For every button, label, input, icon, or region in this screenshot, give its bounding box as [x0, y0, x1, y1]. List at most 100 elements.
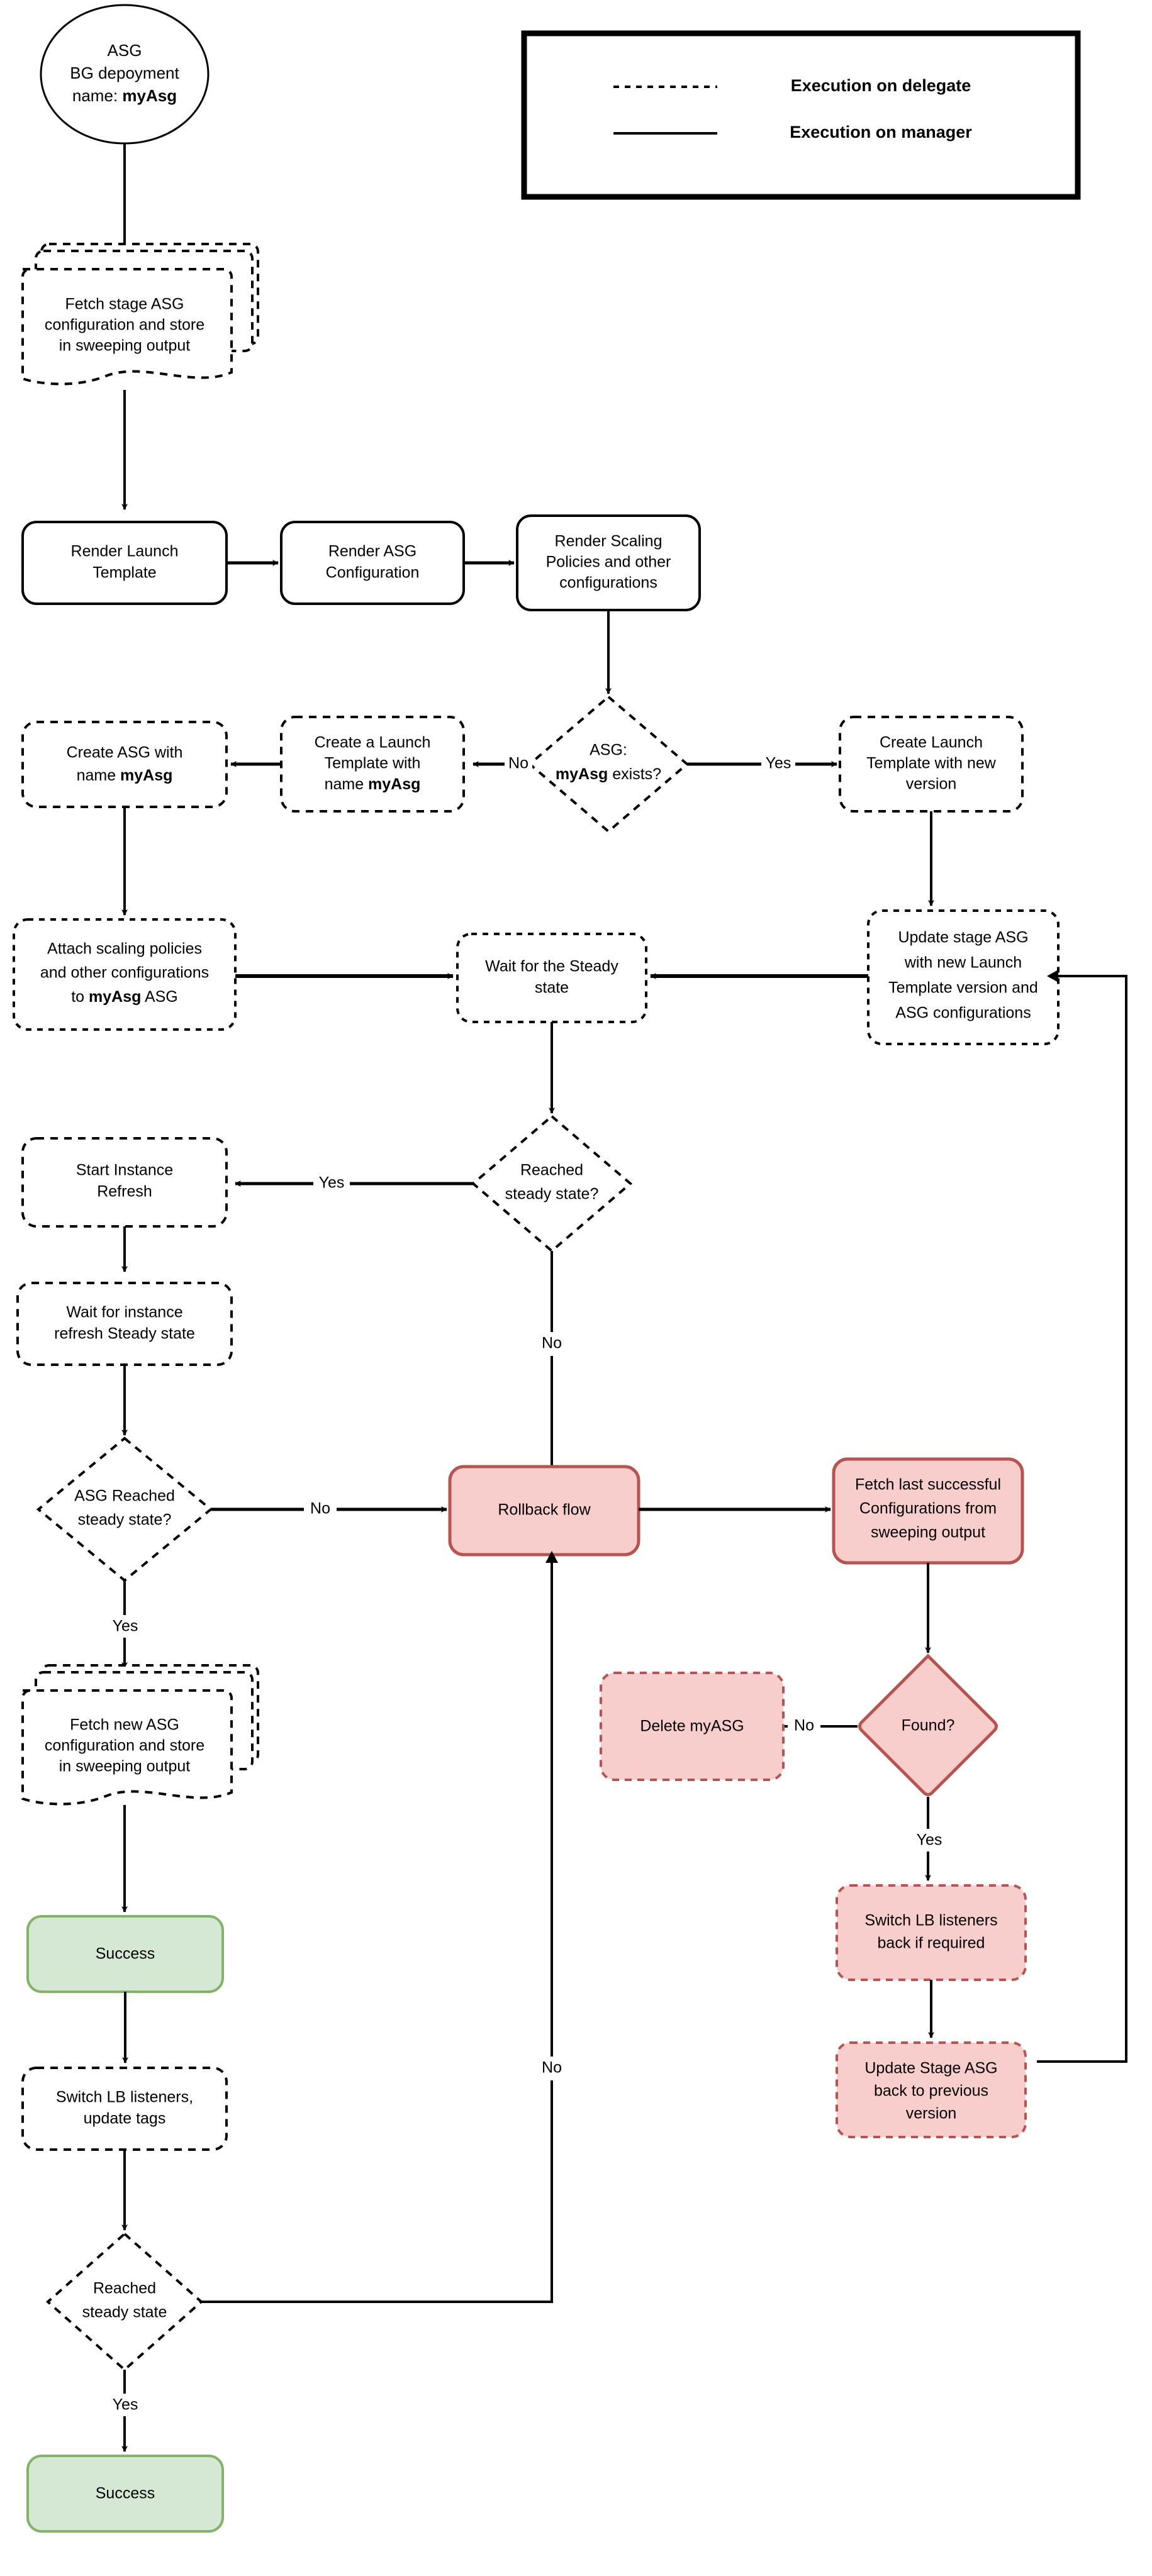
edge-label-reached-2-yes: Yes	[113, 2396, 138, 2414]
node-asg-exists-decision[interactable]: ASG: myAsg exists?	[527, 695, 690, 833]
node-start-line-1: BG depoyment	[70, 64, 179, 82]
node-start-instance-refresh[interactable]: Start Instance Refresh	[21, 1137, 228, 1228]
node-success-2-label: Success	[96, 2485, 155, 2502]
node-start[interactable]: ASG BG depoyment name: myAsg	[40, 4, 210, 145]
node-wait-instance-refresh[interactable]: Wait for instance refresh Steady state	[16, 1282, 233, 1366]
node-delete-myasg-label: Delete myASG	[640, 1718, 744, 1735]
node-start-refresh-line-0: Start Instance	[76, 1162, 173, 1179]
node-asg-exists-line-0: ASG:	[590, 741, 627, 759]
arrowhead-reached2-no	[545, 1551, 558, 1563]
node-reached-steady-state-2[interactable]: Reached steady state	[45, 2232, 204, 2372]
node-fetch-last-successful[interactable]: Fetch last successful Configurations fro…	[832, 1457, 1024, 1565]
legend-label-1: Execution on manager	[790, 123, 972, 142]
edge-label-reached-2-no: No	[542, 2059, 562, 2077]
node-switch-lb-tags-line-1: update tags	[84, 2110, 166, 2128]
node-fetch-stage-line-2: in sweeping output	[59, 337, 191, 355]
node-success-2[interactable]: Success	[26, 2455, 224, 2533]
node-create-asg[interactable]: Create ASG with name myAsg	[21, 721, 228, 808]
node-update-stage-line-2: Template version and	[888, 979, 1038, 997]
node-delete-myasg[interactable]: Delete myASG	[600, 1672, 785, 1781]
node-reached-q-line-0: Reached	[520, 1162, 583, 1179]
edge-update-prev-to-update-stage-loop	[1037, 975, 1127, 2063]
edge-label-asg-reached-yes: Yes	[113, 1618, 138, 1635]
node-switch-lb-back-line-0: Switch LB listeners	[864, 1912, 997, 1929]
node-found-decision[interactable]: Found?	[858, 1653, 998, 1796]
node-switch-lb-back[interactable]: Switch LB listeners back if required	[836, 1884, 1027, 1981]
node-fetch-new-asg-config[interactable]: Fetch new ASG configuration and store in…	[21, 1664, 259, 1806]
node-create-asg-line-1: name myAsg	[77, 767, 173, 784]
node-update-stage-asg[interactable]: Update stage ASG with new Launch Templat…	[867, 909, 1060, 1045]
edge-reached-2-no	[201, 1563, 553, 2303]
node-reached-q-line-1: steady state?	[505, 1185, 599, 1203]
node-success-1[interactable]: Success	[26, 1915, 224, 1993]
node-fetch-last-line-1: Configurations from	[859, 1500, 997, 1518]
node-render-asg-line-1: Configuration	[326, 564, 420, 582]
node-wait-steady-line-0: Wait for the Steady	[485, 958, 618, 975]
node-attach-scaling-policies[interactable]: Attach scaling policies and other config…	[13, 918, 237, 1031]
node-create-lt-name-line-2: name myAsg	[325, 775, 421, 793]
node-create-launch-template-new-version[interactable]: Create Launch Template with new version	[839, 716, 1024, 813]
node-wait-refresh-line-0: Wait for instance	[66, 1304, 182, 1321]
node-render-launch-template[interactable]: Render Launch Template	[21, 521, 228, 605]
node-create-lt-new-line-1: Template with new	[866, 755, 997, 772]
node-create-lt-name-line-0: Create a Launch	[315, 734, 431, 752]
node-update-stage-line-0: Update stage ASG	[898, 929, 1028, 947]
node-render-asg-line-0: Render ASG	[328, 543, 417, 560]
arrowhead-loop-back	[1047, 970, 1058, 982]
execution-legend: Execution on delegate Execution on manag…	[521, 30, 1081, 200]
node-success-1-label: Success	[96, 1945, 155, 1963]
node-asg-exists-line-1: myAsg exists?	[556, 765, 661, 783]
node-create-launch-template-named[interactable]: Create a Launch Template with name myAsg	[280, 716, 465, 813]
node-render-scaling-line-0: Render Scaling	[555, 533, 663, 550]
node-render-lt-line-0: Render Launch	[71, 543, 179, 560]
edge-label-found-yes: Yes	[917, 1831, 942, 1849]
node-fetch-stage-line-0: Fetch stage ASG	[65, 296, 184, 313]
node-switch-lb-back-line-1: back if required	[878, 1935, 985, 1952]
node-rollback-label: Rollback flow	[498, 1501, 591, 1519]
node-attach-line-2: to myAsg ASG	[71, 988, 178, 1006]
node-asg-reached-q-line-0: ASG Reached	[74, 1487, 175, 1505]
edge-label-reached-q-yes: Yes	[319, 1174, 345, 1192]
node-start-line-0: ASG	[108, 41, 142, 60]
node-render-scaling-line-1: Policies and other	[546, 553, 671, 571]
node-reached-2-line-1: steady state	[82, 2304, 167, 2321]
node-render-lt-line-1: Template	[92, 564, 156, 582]
node-update-stage-asg-previous[interactable]: Update Stage ASG back to previous versio…	[836, 2041, 1027, 2138]
node-found-label: Found?	[902, 1717, 955, 1735]
node-update-prev-line-0: Update Stage ASG	[864, 2060, 997, 2077]
node-start-refresh-line-1: Refresh	[97, 1183, 152, 1201]
edge-label-asg-exists-no: No	[508, 755, 528, 772]
node-reached-2-line-0: Reached	[93, 2280, 156, 2297]
node-switch-lb-tags-line-0: Switch LB listeners,	[56, 2089, 193, 2106]
node-fetch-stage[interactable]: Fetch stage ASG configuration and store …	[21, 243, 259, 386]
edge-label-asg-exists-yes: Yes	[766, 755, 791, 772]
node-fetch-stage-line-1: configuration and store	[45, 316, 204, 334]
edge-label-asg-reached-no: No	[310, 1500, 330, 1518]
node-render-asg-configuration[interactable]: Render ASG Configuration	[280, 521, 465, 605]
node-fetch-last-line-0: Fetch last successful	[855, 1476, 1001, 1494]
node-update-prev-line-1: back to previous	[874, 2082, 988, 2100]
node-update-prev-line-2: version	[906, 2105, 957, 2123]
node-create-lt-name-line-1: Template with	[325, 755, 421, 772]
node-fetch-last-line-2: sweeping output	[871, 1524, 985, 1541]
node-update-stage-line-1: with new Launch	[904, 954, 1022, 972]
node-wait-steady-line-1: state	[535, 979, 569, 997]
node-render-scaling-line-2: configurations	[559, 574, 657, 592]
node-start-line-2: name: myAsg	[72, 86, 177, 105]
node-create-lt-new-line-2: version	[906, 775, 957, 793]
node-fetch-new-line-0: Fetch new ASG	[70, 1716, 179, 1734]
edge-label-reached-q-no: No	[542, 1335, 562, 1352]
node-attach-line-1: and other configurations	[40, 964, 209, 982]
node-reached-steady-state-decision[interactable]: Reached steady state?	[471, 1114, 633, 1253]
node-wait-refresh-line-1: refresh Steady state	[54, 1325, 195, 1343]
node-wait-for-steady-state[interactable]: Wait for the Steady state	[456, 933, 647, 1023]
node-fetch-new-line-2: in sweeping output	[59, 1758, 191, 1775]
node-update-stage-line-3: ASG configurations	[895, 1004, 1031, 1022]
legend-label-0: Execution on delegate	[791, 76, 971, 95]
node-switch-lb-listeners-update-tags[interactable]: Switch LB listeners, update tags	[21, 2067, 228, 2151]
node-render-scaling-policies[interactable]: Render Scaling Policies and other config…	[516, 514, 701, 611]
node-fetch-new-line-1: configuration and store	[45, 1737, 204, 1755]
node-rollback-flow[interactable]: Rollback flow	[448, 1465, 640, 1557]
